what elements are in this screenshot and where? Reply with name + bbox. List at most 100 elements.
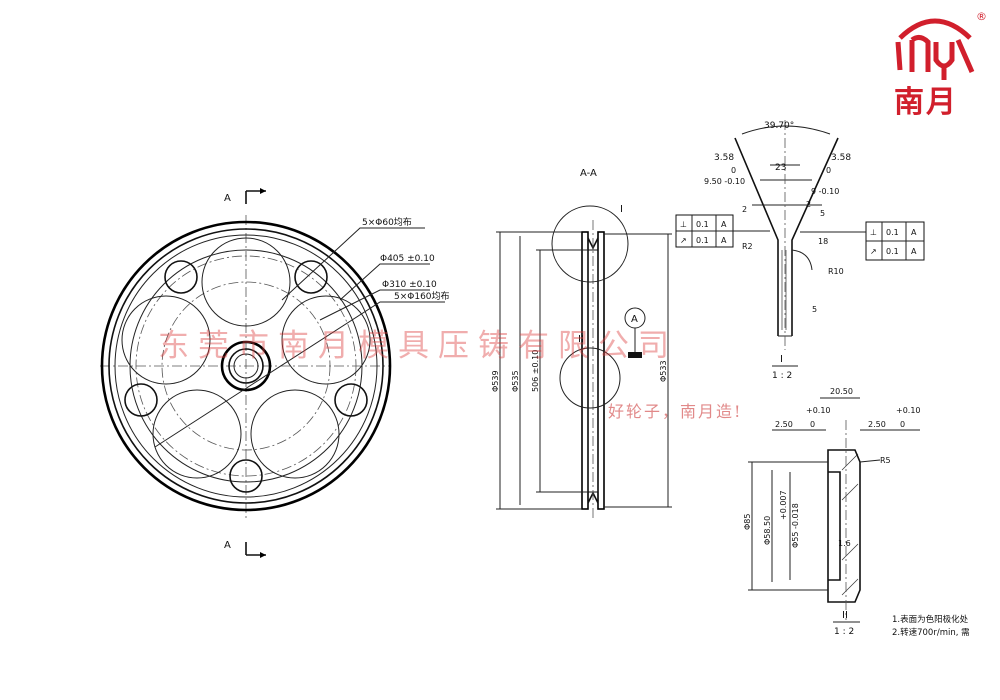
dim-506: 506 ±0.10 — [531, 350, 540, 392]
detail-II-circle — [559, 347, 621, 409]
nanyue-logo-icon — [895, 18, 975, 80]
perpendicularity-icon: ⊥ — [680, 220, 687, 229]
outer-rim — [100, 220, 392, 512]
dim-533: Φ533 — [659, 360, 668, 382]
rim-step — [114, 234, 378, 498]
detail-II-label: II — [578, 334, 584, 345]
dim-2-50-right: 2.50 — [868, 420, 886, 429]
dim-3-58-right: 3.58 — [831, 153, 851, 163]
section-view: A-A I II A Φ539 Φ535 506 ±0.10 Φ533 — [491, 168, 672, 520]
angle-39-70: 39.70° — [764, 121, 794, 131]
pcd-310 — [161, 281, 331, 451]
dim-5-bottom: 5 — [812, 305, 817, 314]
hole-small — [334, 383, 368, 417]
detail-I-scale: 1 : 2 — [772, 371, 792, 381]
section-marker-bottom — [245, 542, 266, 556]
dim-3-58-left: 3.58 — [714, 153, 734, 163]
tol-value: 0.1 — [696, 220, 709, 229]
pcd-405 — [135, 255, 357, 477]
hub-profile — [827, 449, 861, 603]
runout-icon: ↗ — [680, 236, 687, 245]
callout-pockets: 5×Φ160均布 — [394, 290, 450, 302]
callout-pcd405: Φ405 ±0.10 — [380, 254, 435, 264]
tol-datum: A — [911, 228, 917, 237]
hole-small — [124, 383, 158, 417]
dim-tol-plus-right: +0.10 — [896, 406, 921, 415]
hole-small — [229, 459, 263, 493]
tol-value: 0.1 — [696, 236, 709, 245]
section-arrow-bottom-icon — [260, 552, 266, 558]
dim-539: Φ539 — [491, 370, 500, 392]
dim-9-50: 9.50 -0.10 — [704, 177, 745, 186]
dim-tol-plus-left: +0.10 — [806, 406, 831, 415]
hub-bore — [228, 348, 264, 384]
detail-II-label: II — [842, 610, 848, 621]
tol-datum: A — [721, 220, 727, 229]
section-title: A-A — [580, 168, 597, 179]
section-label-top: A — [224, 193, 231, 204]
datum-triangle-icon — [628, 352, 642, 358]
dim-55: Φ55 -0.018 — [791, 503, 800, 548]
detail-II-scale: 1 : 2 — [834, 627, 854, 637]
hub-bore-profile — [828, 471, 841, 581]
dim-20-50: 20.50 — [830, 387, 853, 396]
dim-535: Φ535 — [511, 370, 520, 392]
pocket-large — [121, 295, 211, 385]
note-2: 2.转速700r/min, 需 — [892, 627, 970, 638]
detail-II-view: 20.50 +0.10 2.50 0 +0.10 2.50 0 R5 Φ85 Φ… — [743, 387, 921, 637]
hole-small — [164, 260, 198, 294]
detail-I-circle — [551, 205, 629, 283]
fillet-R10 — [791, 249, 813, 271]
dim-23: 23 — [775, 163, 786, 173]
rim-right — [597, 231, 605, 510]
dim-85: Φ85 — [743, 514, 752, 530]
tol-value: 0.1 — [886, 228, 899, 237]
pocket-large — [281, 295, 371, 385]
dim-2-right: 2 — [806, 200, 811, 209]
datum-label: A — [631, 314, 638, 325]
tol-value: 0.1 — [886, 247, 899, 256]
dim-R5: R5 — [880, 456, 891, 465]
hub-outer — [220, 340, 272, 392]
detail-I-view: 39.70° 3.58 3.58 23 0 9.50 -0.10 0 9 -0.… — [675, 120, 925, 381]
dim-0-right: 0 — [900, 420, 905, 429]
tolerance-frame-right: ⊥ 0.1 A ↗ 0.1 A — [865, 221, 925, 261]
hole-small — [294, 260, 328, 294]
dim-9: 9 -0.10 — [811, 187, 839, 196]
dim-5-top: 5 — [820, 209, 825, 218]
dim-2-left: 2 — [742, 205, 747, 214]
registered-mark: ® — [976, 10, 987, 23]
dim-2-50-left: 2.50 — [775, 420, 793, 429]
hub-inner — [233, 353, 259, 379]
leader-pcd310 — [319, 289, 430, 321]
dim-18: 18 — [818, 237, 828, 246]
note-1: 1.表面为色阳极化处 — [892, 614, 969, 625]
watermark-company: 东莞市南月模具压铸有限公司 — [158, 328, 678, 364]
tol-datum: A — [721, 236, 727, 245]
tolerance-frame-left: ⊥ 0.1 A ↗ 0.1 A — [675, 214, 734, 248]
brand-name: 南月 — [894, 85, 958, 120]
rim-left — [581, 231, 589, 510]
section-marker-top — [245, 190, 266, 204]
dim-0-left: 0 — [810, 420, 815, 429]
dim-58-50: Φ58.50 — [763, 516, 772, 545]
dim-R10: R10 — [828, 267, 844, 276]
dim-tol-plus: +0.007 — [779, 490, 788, 520]
pocket-large — [250, 389, 340, 479]
hatch — [841, 578, 859, 596]
callout-pcd310: Φ310 ±0.10 — [382, 280, 437, 290]
watermark-slogan: 好轮子，南月造! — [608, 402, 742, 421]
hatch — [841, 483, 859, 501]
leader-holes — [281, 227, 425, 301]
section-label-bottom: A — [224, 540, 231, 551]
tol-datum: A — [911, 247, 917, 256]
pocket-large — [152, 389, 242, 479]
leader-R5 — [859, 459, 881, 463]
groove-flanks — [734, 137, 839, 336]
detail-I-label: I — [620, 204, 623, 215]
section-arrow-top-icon — [260, 188, 266, 194]
groove-steps — [752, 164, 822, 206]
runout-icon: ↗ — [870, 247, 877, 256]
dim-0-left: 0 — [731, 166, 736, 175]
